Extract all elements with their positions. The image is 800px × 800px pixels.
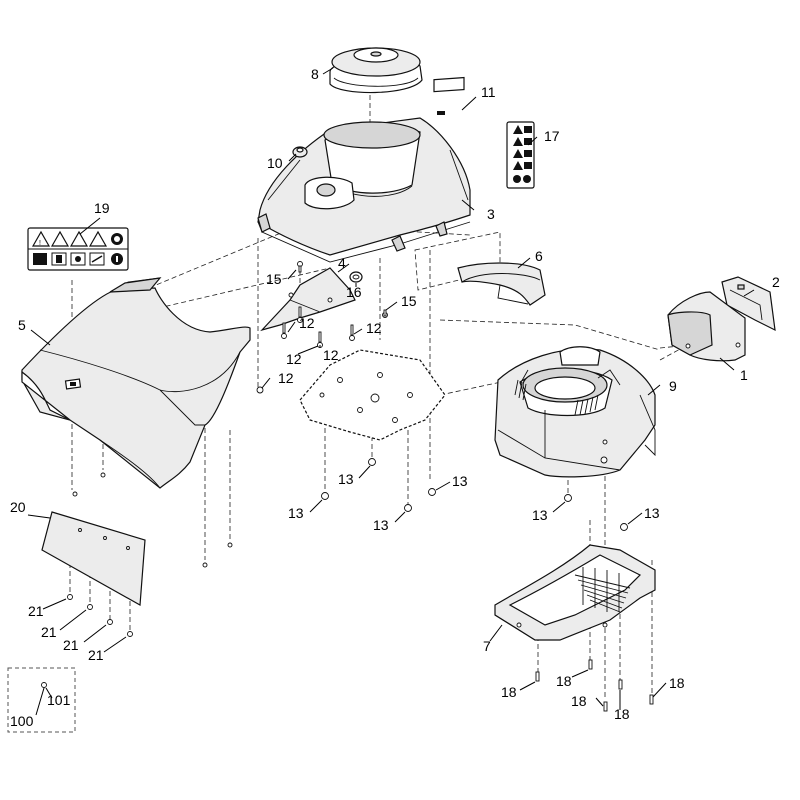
callout-13d: 13 xyxy=(452,473,468,489)
callout-18b: 18 xyxy=(556,673,572,689)
callout-4: 4 xyxy=(338,255,346,271)
part-9-blower-housing xyxy=(494,346,656,478)
part-8-fan-cap xyxy=(329,47,423,94)
callout-19: 19 xyxy=(94,200,110,216)
callout-7: 7 xyxy=(483,638,491,654)
callout-12e: 12 xyxy=(278,370,294,386)
manual-book-icon xyxy=(33,253,47,265)
callout-20: 20 xyxy=(10,499,26,515)
svg-text:!: ! xyxy=(39,240,41,247)
no-entry-icon xyxy=(111,233,123,245)
callout-15b: 15 xyxy=(401,293,417,309)
callout-13b: 13 xyxy=(288,505,304,521)
callout-18e: 18 xyxy=(669,675,685,691)
callout-3: 3 xyxy=(487,206,495,222)
info-icon xyxy=(111,253,123,265)
warning-triangle-icon xyxy=(88,230,108,247)
part-10-cap xyxy=(292,146,308,158)
callout-13a: 13 xyxy=(338,471,354,487)
cooling-fins xyxy=(514,379,599,416)
callout-16: 16 xyxy=(346,284,362,300)
warning-icon xyxy=(70,252,86,266)
callout-2: 2 xyxy=(772,274,780,290)
callout-10: 10 xyxy=(267,155,283,171)
part-17-warning-sticker xyxy=(506,121,535,189)
part-4-bracket xyxy=(260,267,356,332)
callout-21b: 21 xyxy=(41,624,57,640)
callout-21c: 21 xyxy=(63,637,79,653)
callout-1: 1 xyxy=(740,367,748,383)
part-3-hood xyxy=(257,117,471,263)
callout-12a: 12 xyxy=(299,315,315,331)
callout-18d: 18 xyxy=(614,706,630,722)
kit-box-100 xyxy=(7,667,76,733)
vent-grille xyxy=(574,567,631,613)
callout-labels: 1 2 3 4 5 6 7 8 9 10 11 12 12 12 12 12 1… xyxy=(10,66,780,729)
callout-100: 100 xyxy=(10,713,34,729)
mounting-plate xyxy=(299,349,446,441)
rotating-blade-icon xyxy=(89,252,105,266)
callout-18c: 18 xyxy=(571,693,587,709)
callout-21a: 21 xyxy=(28,603,44,619)
hearing-protection-icon xyxy=(51,252,67,266)
warning-triangle-icon xyxy=(69,230,89,247)
part-11-label xyxy=(433,76,465,115)
callout-13c: 13 xyxy=(373,517,389,533)
part-20-flap xyxy=(41,511,146,606)
callout-9: 9 xyxy=(669,378,677,394)
callout-21d: 21 xyxy=(88,647,104,663)
part-1-side-cover xyxy=(667,291,746,362)
callout-101: 101 xyxy=(47,692,71,708)
callout-6: 6 xyxy=(535,248,543,264)
callout-5: 5 xyxy=(18,317,26,333)
callout-11: 11 xyxy=(481,84,496,100)
part-6-panel xyxy=(457,262,546,306)
callout-13e: 13 xyxy=(532,507,548,523)
part-5-front-cover xyxy=(21,277,251,489)
warning-triangle-icon xyxy=(50,230,70,247)
callout-12b: 12 xyxy=(366,320,382,336)
callout-17: 17 xyxy=(544,128,560,144)
sticker-17-icons xyxy=(513,125,532,183)
part-19-warning-sticker: ! xyxy=(27,227,129,271)
callout-12c: 12 xyxy=(286,351,302,367)
callout-13f: 13 xyxy=(644,505,660,521)
leader-lines xyxy=(27,67,755,716)
warning-triangle-icon: ! xyxy=(31,230,51,247)
callout-18a: 18 xyxy=(501,684,517,700)
part-7-base-tray xyxy=(494,544,656,641)
callout-12d: 12 xyxy=(323,347,339,363)
callout-15a: 15 xyxy=(266,271,282,287)
callout-8: 8 xyxy=(311,66,319,82)
part-16-clip xyxy=(349,271,363,283)
